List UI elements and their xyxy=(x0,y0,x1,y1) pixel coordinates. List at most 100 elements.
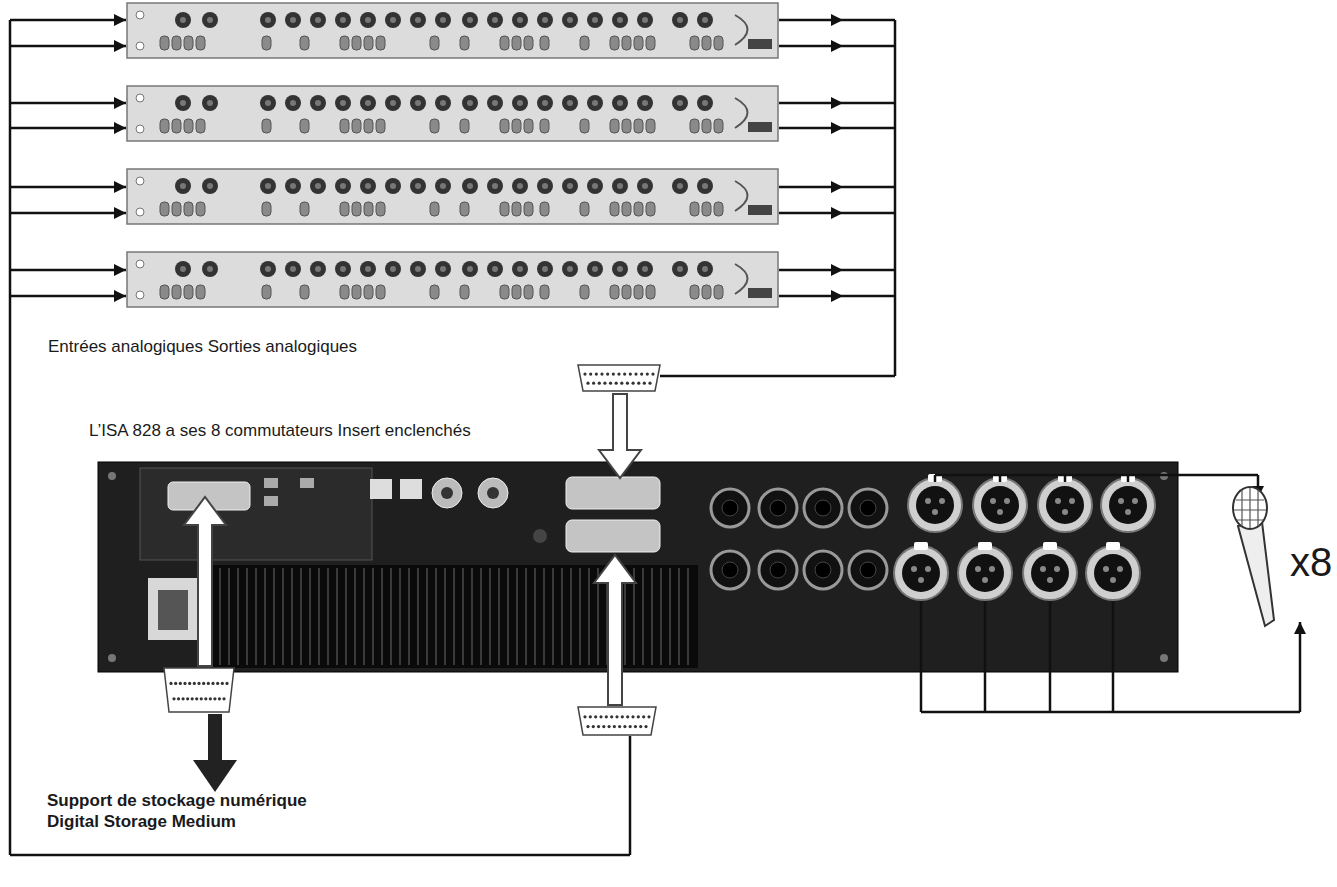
rack-button xyxy=(300,36,309,50)
rack-knob xyxy=(462,95,478,111)
rack-knob xyxy=(202,12,218,28)
plug-pin xyxy=(193,682,196,685)
plug-shell xyxy=(164,668,234,712)
rack-knob xyxy=(310,261,326,277)
rack-knob xyxy=(672,12,688,28)
rack-knob-cap xyxy=(390,17,396,23)
rack-button xyxy=(196,36,205,50)
plug-pin xyxy=(640,373,643,376)
heatsink-fin xyxy=(291,568,293,665)
rack-button xyxy=(580,119,589,133)
rack-knob xyxy=(562,95,578,111)
heatsink-fin xyxy=(678,568,680,665)
rack-knob xyxy=(385,178,401,194)
xlr-pin xyxy=(1110,577,1116,583)
rack-button xyxy=(300,285,309,299)
rack-knob-cap xyxy=(340,266,346,272)
mic-wiring xyxy=(921,475,1300,712)
xlr-pin xyxy=(1004,498,1010,504)
rack-knob xyxy=(360,178,376,194)
rack-knob-cap xyxy=(517,17,523,23)
rack-meter xyxy=(748,39,772,49)
plug-pin xyxy=(174,682,177,685)
rack-meter xyxy=(748,288,772,298)
rack-logo xyxy=(735,264,748,294)
rack-knob xyxy=(462,12,478,28)
rack-knob-cap xyxy=(542,100,548,106)
rack-button xyxy=(460,119,469,133)
storage-arrow xyxy=(193,714,237,792)
rack-button xyxy=(430,202,439,216)
rack-knob xyxy=(537,95,553,111)
annotation-label: L’ISA 828 a ses 8 commutateurs Insert en… xyxy=(89,422,471,441)
rack-knob xyxy=(637,12,653,28)
annotation-label: Entrées analogiques Sorties analogiques xyxy=(48,338,357,357)
rack-knob xyxy=(202,178,218,194)
plug-pin xyxy=(179,682,182,685)
plug-pin xyxy=(586,382,589,385)
rack-button xyxy=(364,119,373,133)
digital-out-arrow xyxy=(184,497,226,666)
plug-pin xyxy=(595,373,598,376)
rack-button xyxy=(352,202,361,216)
heatsink-fin xyxy=(669,568,671,665)
rack-knob-cap xyxy=(180,100,186,106)
heatsink-fin xyxy=(408,568,410,665)
plug-pin xyxy=(600,373,603,376)
output-arrow xyxy=(779,45,843,48)
rack-knob xyxy=(697,12,713,28)
jack-hole xyxy=(815,500,831,516)
rack-button xyxy=(172,202,181,216)
plug-pin xyxy=(200,697,203,700)
plug-pin xyxy=(589,373,592,376)
bnc-socket xyxy=(432,478,462,508)
rack-button xyxy=(540,285,549,299)
xlr-pin xyxy=(918,577,924,583)
rack-knob-cap xyxy=(365,266,371,272)
rack-knob-cap xyxy=(207,183,213,189)
plug-pin xyxy=(592,382,595,385)
rack-knob xyxy=(410,95,426,111)
mic-head xyxy=(1233,487,1267,529)
rack-knob-cap xyxy=(180,17,186,23)
rack-knob-cap xyxy=(415,100,421,106)
xlr-face xyxy=(981,486,1019,524)
xlr-pin xyxy=(975,566,981,572)
rack-knob xyxy=(385,12,401,28)
output-arrow xyxy=(779,186,843,189)
plug-pin xyxy=(639,725,642,728)
plug-pin xyxy=(197,682,200,685)
plug-pin xyxy=(583,715,586,718)
rack-button xyxy=(376,202,385,216)
rack-button xyxy=(634,202,643,216)
rack-knob-cap xyxy=(415,266,421,272)
rack-knob-cap xyxy=(492,183,498,189)
screw xyxy=(108,472,116,480)
output-arrow xyxy=(779,212,843,215)
xlr-pin xyxy=(911,566,917,572)
rack-button xyxy=(634,285,643,299)
rack-knob xyxy=(360,261,376,277)
plug-pin xyxy=(213,697,216,700)
plug-pin xyxy=(615,382,618,385)
rj-socket xyxy=(370,479,392,499)
plug-pin xyxy=(647,715,650,718)
rack-button xyxy=(460,285,469,299)
rack-button xyxy=(184,285,193,299)
rack-knob xyxy=(462,178,478,194)
plug-pin xyxy=(188,682,191,685)
xlr-pin xyxy=(982,577,988,583)
rack-button xyxy=(352,285,361,299)
output-wire xyxy=(843,269,895,272)
rack-knob-cap xyxy=(390,266,396,272)
rack-button xyxy=(262,119,271,133)
xlr-pin xyxy=(1117,566,1123,572)
plug-shell xyxy=(578,707,656,735)
heatsink-fin xyxy=(534,568,536,665)
rack-knob-cap xyxy=(492,266,498,272)
plug-pin xyxy=(621,715,624,718)
annotation-label: Digital Storage Medium xyxy=(47,813,236,832)
plug-pin xyxy=(216,682,219,685)
rack-button xyxy=(460,36,469,50)
